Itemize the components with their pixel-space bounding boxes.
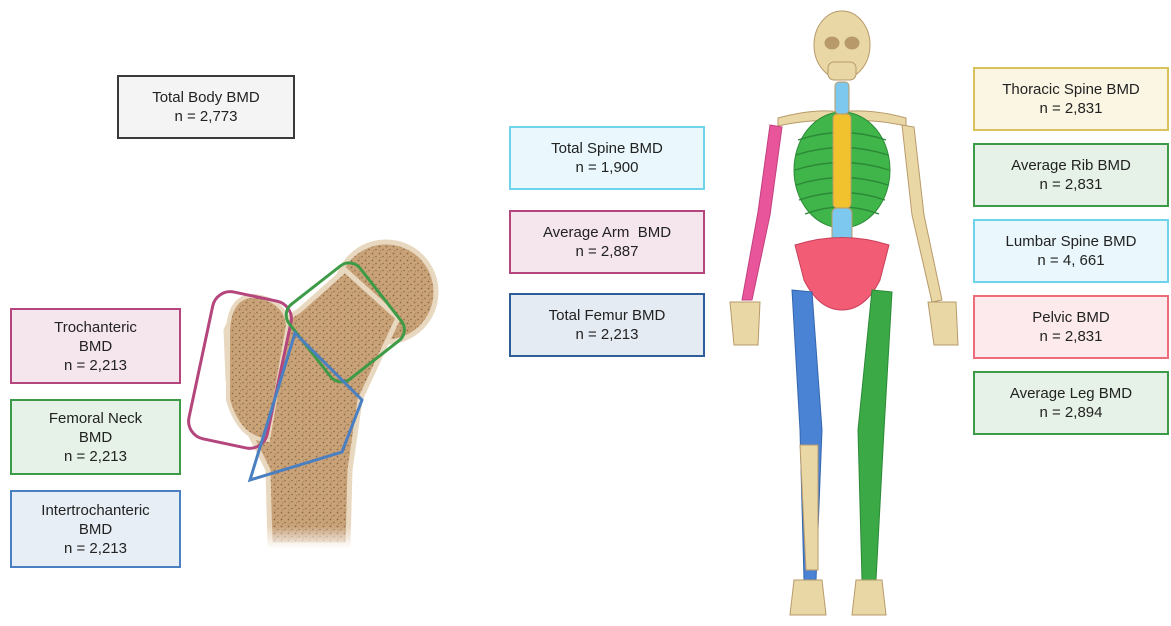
right-leg <box>858 290 892 580</box>
average-rib-bmd-label: Average Rib BMD <box>1011 156 1131 175</box>
total-femur-bmd-box: Total Femur BMD n = 2,213 <box>509 293 705 357</box>
intertrochanteric-bmd-box: Intertrochanteric BMD n = 2,213 <box>10 490 181 568</box>
average-leg-bmd-box: Average Leg BMD n = 2,894 <box>973 371 1169 435</box>
average-rib-bmd-count: n = 2,831 <box>1040 175 1103 194</box>
pelvic-bmd-count: n = 2,831 <box>1040 327 1103 346</box>
total-body-bmd-count: n = 2,773 <box>175 107 238 126</box>
average-leg-bmd-count: n = 2,894 <box>1040 403 1103 422</box>
thoracic-spine-bmd-count: n = 2,831 <box>1040 99 1103 118</box>
total-spine-bmd-count: n = 1,900 <box>576 158 639 177</box>
intertrochanteric-bmd-label-line2: BMD <box>79 520 112 539</box>
femoral-neck-bmd-label-line2: BMD <box>79 428 112 447</box>
average-leg-bmd-label: Average Leg BMD <box>1010 384 1132 403</box>
trochanteric-bmd-count: n = 2,213 <box>64 356 127 375</box>
left-arm <box>742 125 782 300</box>
pelvic-bmd-box: Pelvic BMD n = 2,831 <box>973 295 1169 359</box>
lumbar-spine-bmd-box: Lumbar Spine BMD n = 4, 661 <box>973 219 1169 283</box>
thoracic-spine-bmd-label: Thoracic Spine BMD <box>1002 80 1140 99</box>
trochanteric-bmd-label-line1: Trochanteric <box>54 318 137 337</box>
right-arm <box>902 125 942 302</box>
trochanteric-bmd-label-line2: BMD <box>79 337 112 356</box>
average-arm-bmd-box: Average Arm BMD n = 2,887 <box>509 210 705 274</box>
average-rib-bmd-box: Average Rib BMD n = 2,831 <box>973 143 1169 207</box>
average-arm-bmd-label: Average Arm BMD <box>543 223 671 242</box>
intertrochanteric-bmd-label-line1: Intertrochanteric <box>41 501 149 520</box>
thoracic-spine-bmd-box: Thoracic Spine BMD n = 2,831 <box>973 67 1169 131</box>
lumbar-spine-bmd-label: Lumbar Spine BMD <box>1006 232 1137 251</box>
intertrochanteric-bmd-count: n = 2,213 <box>64 539 127 558</box>
total-body-bmd-label: Total Body BMD <box>152 88 260 107</box>
femoral-neck-bmd-label-line1: Femoral Neck <box>49 409 142 428</box>
total-femur-bmd-count: n = 2,213 <box>576 325 639 344</box>
average-arm-bmd-count: n = 2,887 <box>576 242 639 261</box>
total-spine-bmd-label: Total Spine BMD <box>551 139 663 158</box>
femoral-neck-bmd-count: n = 2,213 <box>64 447 127 466</box>
femoral-neck-bmd-box: Femoral Neck BMD n = 2,213 <box>10 399 181 475</box>
total-femur-bmd-label: Total Femur BMD <box>549 306 666 325</box>
pelvic-bmd-label: Pelvic BMD <box>1032 308 1110 327</box>
total-body-bmd-box: Total Body BMD n = 2,773 <box>117 75 295 139</box>
total-spine-bmd-box: Total Spine BMD n = 1,900 <box>509 126 705 190</box>
trochanteric-bmd-box: Trochanteric BMD n = 2,213 <box>10 308 181 384</box>
cervical-spine <box>835 82 849 114</box>
lumbar-spine-bmd-count: n = 4, 661 <box>1037 251 1104 270</box>
thoracic-spine <box>833 114 851 208</box>
